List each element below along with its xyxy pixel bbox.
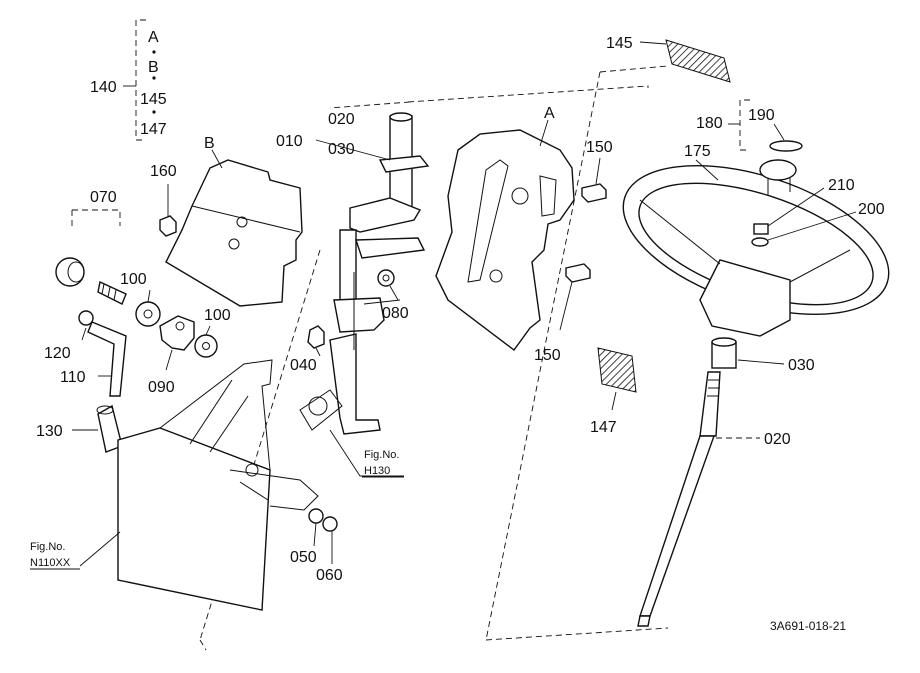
part-labels: 140 A B 145 147 160 B 010 020 030 A 150 … xyxy=(36,29,885,584)
label-100-left: 100 xyxy=(120,271,147,288)
label-120: 120 xyxy=(44,345,71,362)
label-180: 180 xyxy=(696,115,723,132)
label-050: 050 xyxy=(290,549,317,566)
label-145-key: 145 xyxy=(140,91,167,108)
bolt-160 xyxy=(159,184,177,237)
emblem-180 xyxy=(728,99,797,196)
bolt-150-upper xyxy=(581,157,607,203)
fig-h130-prefix: Fig.No. xyxy=(364,449,399,461)
bolt-040 xyxy=(307,325,325,357)
label-147: 147 xyxy=(590,419,617,436)
column-bracket-assembly xyxy=(299,197,426,477)
label-020-lower: 020 xyxy=(764,431,791,448)
figure-references: Fig.No. H130 Fig.No. N110XX xyxy=(30,449,404,570)
label-variant-a: A xyxy=(148,29,159,46)
label-130: 130 xyxy=(36,423,63,440)
center-cap-190 xyxy=(769,123,803,152)
label-040: 040 xyxy=(290,357,317,374)
label-030-lower: 030 xyxy=(788,357,815,374)
label-070: 070 xyxy=(90,189,117,206)
shroud-group-outline xyxy=(485,65,669,641)
label-010: 010 xyxy=(276,133,303,150)
bolt-150-lower xyxy=(559,263,591,331)
variant-key-group xyxy=(123,19,156,141)
label-200: 200 xyxy=(858,201,885,218)
label-150-lower: 150 xyxy=(534,347,561,364)
label-150-upper: 150 xyxy=(586,139,613,156)
label-030-upper: 030 xyxy=(328,141,355,158)
steering-shaft-020 xyxy=(637,371,760,627)
label-175: 175 xyxy=(684,143,711,160)
dash-cover-part xyxy=(435,119,575,351)
drawing-code: 3A691-018-21 xyxy=(770,619,846,633)
pedestal-support xyxy=(79,359,319,611)
label-060: 060 xyxy=(316,567,343,584)
decal-147 xyxy=(597,347,637,411)
column-group-outline xyxy=(329,85,649,109)
lever-plate-090 xyxy=(159,315,195,371)
label-147-key: 147 xyxy=(140,121,167,138)
nut-210 xyxy=(753,187,825,235)
bolt-threaded xyxy=(97,280,127,305)
fig-h130-number: H130 xyxy=(364,465,390,477)
label-160: 160 xyxy=(150,163,177,180)
lever-group-outline xyxy=(71,209,121,226)
label-210: 210 xyxy=(828,177,855,194)
label-145: 145 xyxy=(606,35,633,52)
label-110: 110 xyxy=(60,369,86,386)
label-variant-b: B xyxy=(148,59,159,76)
washer-100a xyxy=(135,289,161,327)
nut-080 xyxy=(377,269,399,301)
washer-100b xyxy=(194,325,218,358)
label-a-cover: A xyxy=(544,105,555,122)
label-090: 090 xyxy=(148,379,175,396)
bushing-030 xyxy=(711,337,785,369)
nut-060 xyxy=(322,516,338,564)
label-140: 140 xyxy=(90,79,117,96)
washer-200 xyxy=(751,211,857,247)
decal-145 xyxy=(639,39,731,83)
label-100-right: 100 xyxy=(204,307,231,324)
column-shaft-010 xyxy=(315,112,430,209)
fig-n110-number: N110XX xyxy=(30,557,71,569)
lever-arm-110 xyxy=(78,310,127,397)
grip-130 xyxy=(72,404,123,453)
upper-cover-part xyxy=(165,149,303,307)
label-b-cover: B xyxy=(204,135,215,152)
label-080: 080 xyxy=(382,305,409,322)
label-190: 190 xyxy=(748,107,775,124)
knob-roller xyxy=(55,257,85,287)
fig-n110-prefix: Fig.No. xyxy=(30,541,65,553)
label-020-upper: 020 xyxy=(328,111,355,128)
nut-050 xyxy=(308,508,324,547)
